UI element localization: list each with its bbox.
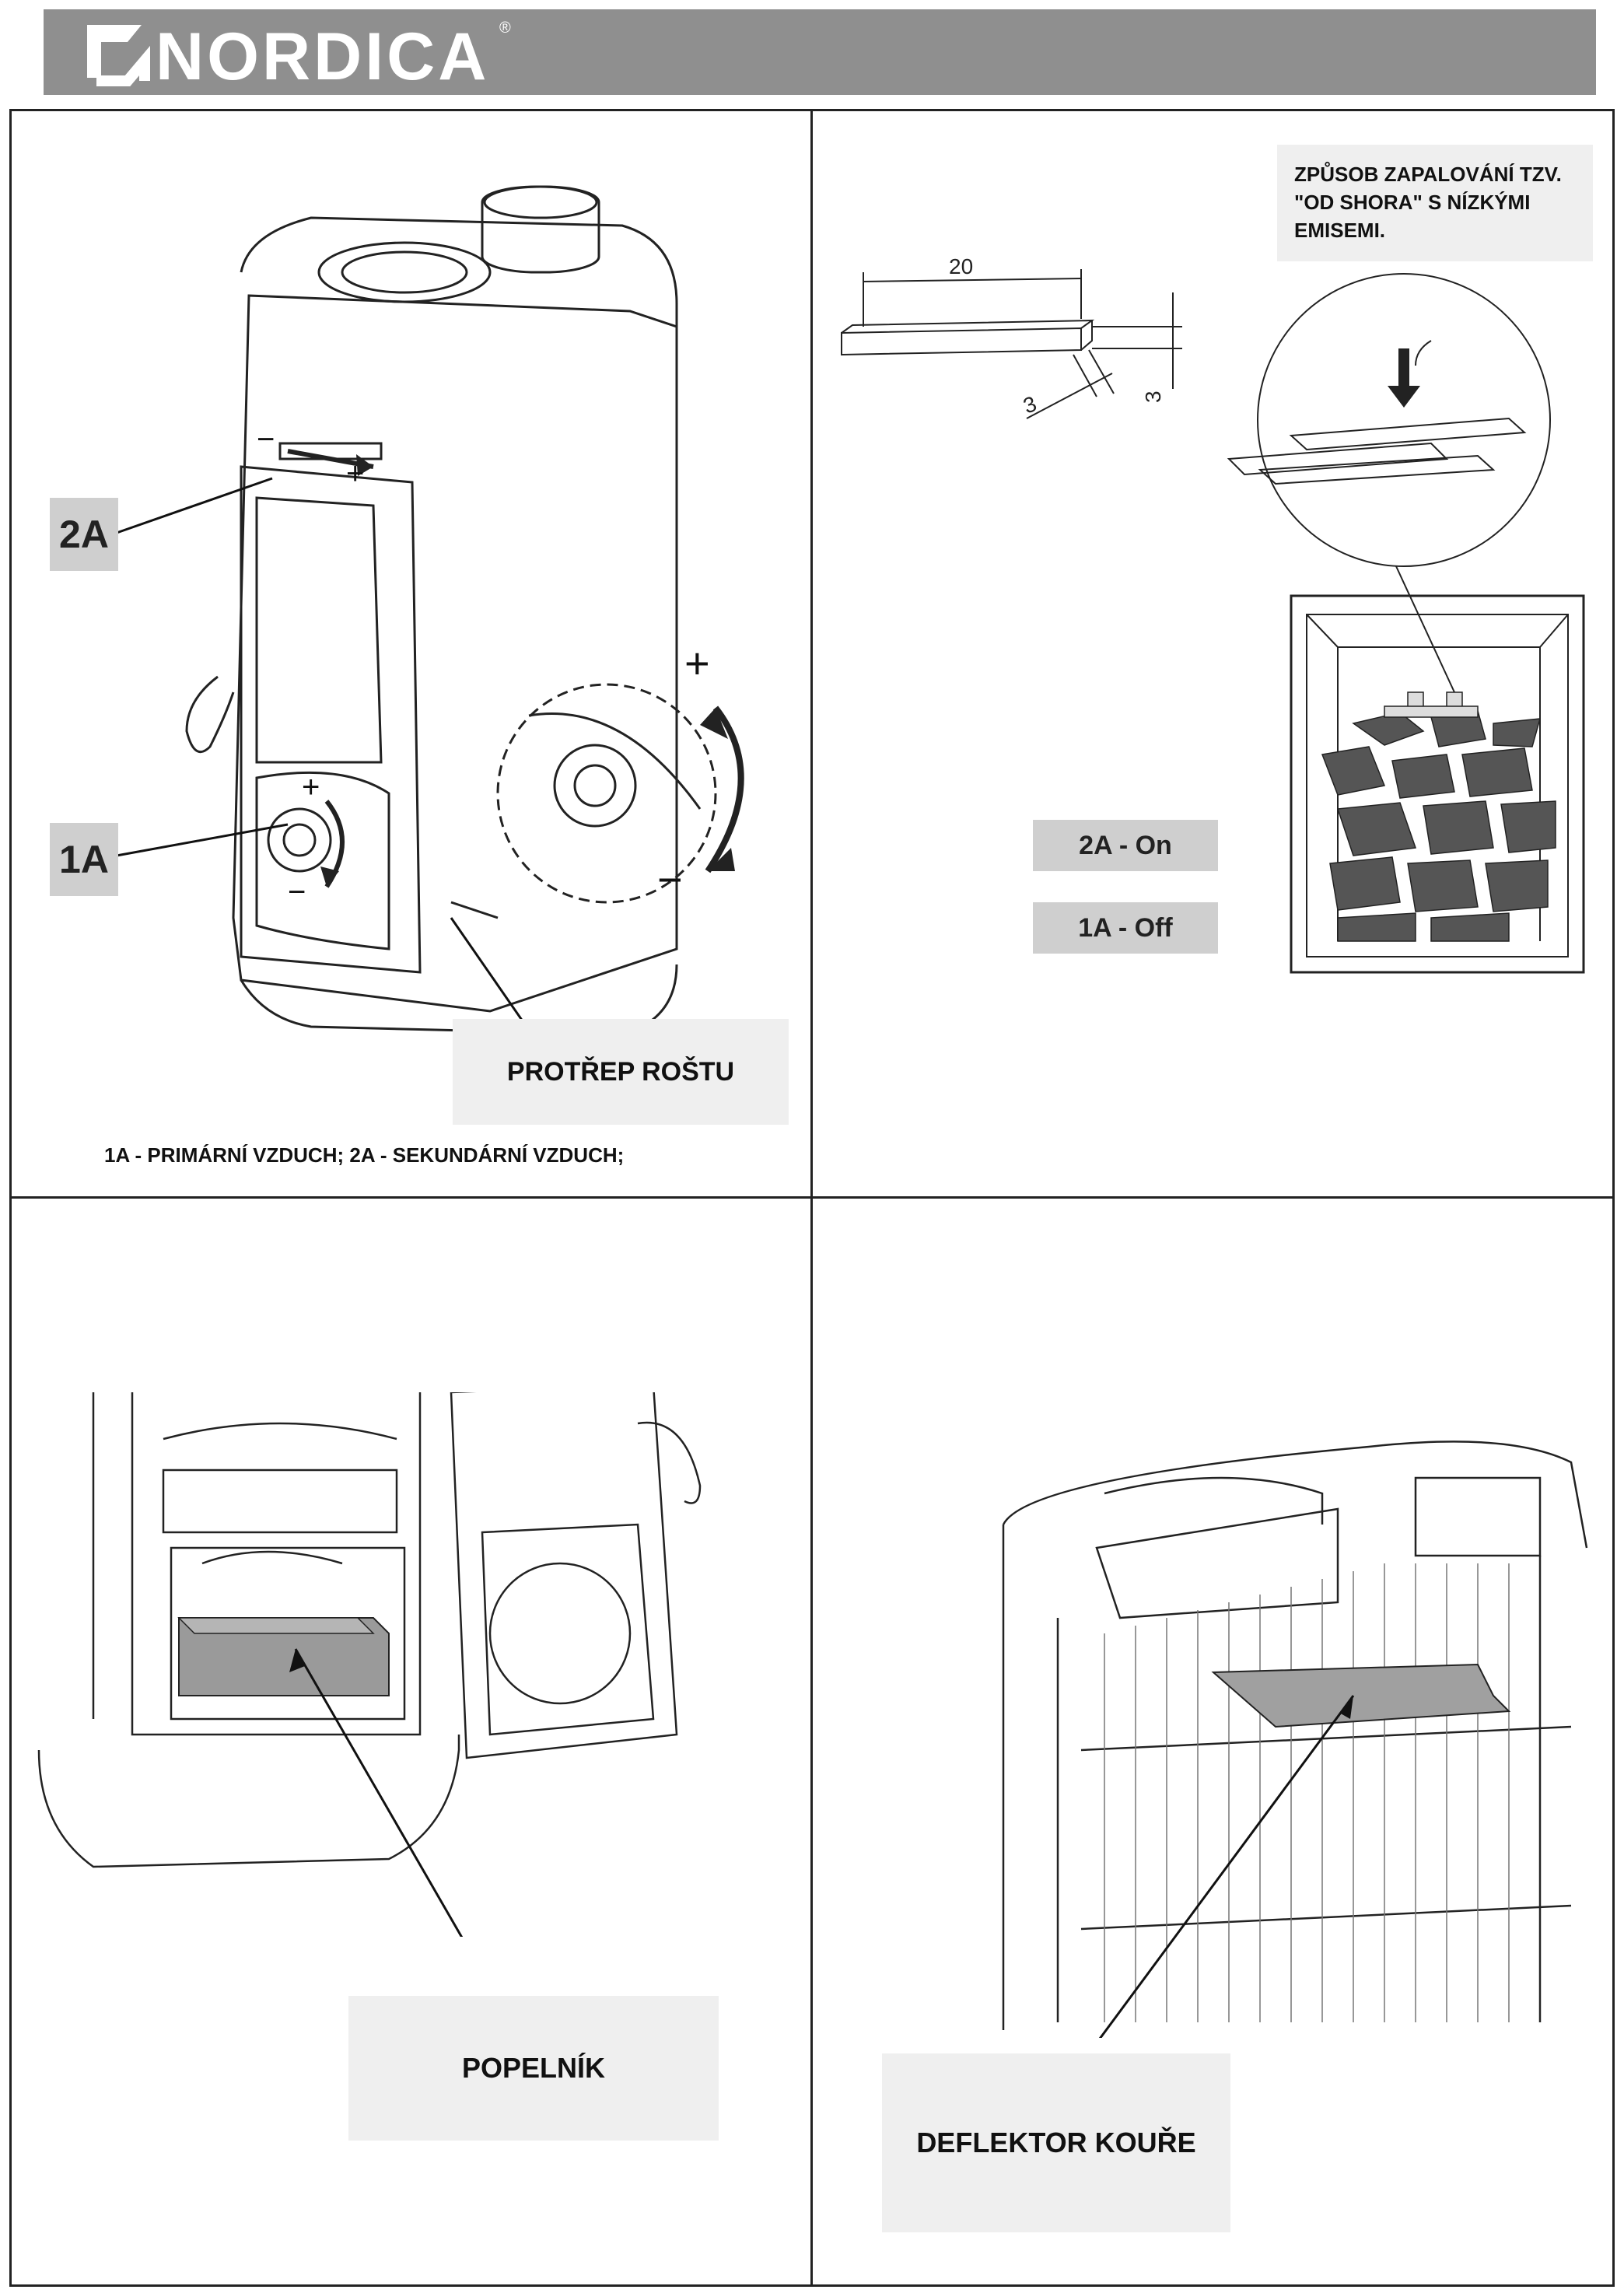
brand-name: NORDICA (156, 19, 489, 93)
label-2a: 2A (50, 498, 118, 571)
smoke-deflector-drawing (1002, 1441, 1588, 2038)
plus-sign-zoom: + (684, 639, 710, 688)
registered-mark: ® (499, 19, 511, 37)
frame-divider-horizontal (9, 1196, 1615, 1199)
brand-logo: NORDICA ® (81, 11, 516, 94)
plus-sign-1a: + (302, 770, 320, 804)
minus-sign-1a: − (288, 875, 306, 909)
header-bar (44, 9, 1596, 95)
stove-air-controls-drawing: + − + − + − (116, 185, 744, 1104)
setting-2a-on: 2A - On (1033, 820, 1218, 871)
ignition-method-note: ZPŮSOB ZAPALOVÁNÍ TZV. "OD SHORA" S NÍZK… (1277, 145, 1593, 261)
label-1a: 1A (50, 823, 118, 896)
ashpan-label: POPELNÍK (348, 1996, 719, 2141)
dimension-width: 3 (1020, 391, 1039, 418)
ignition-drawing: 20 3 3 (841, 254, 1585, 974)
smoke-deflector-label: DEFLEKTOR KOUŘE (882, 2053, 1230, 2232)
minus-sign-2a: − (257, 422, 275, 457)
setting-1a-off: 1A - Off (1033, 902, 1218, 954)
dimension-height: 3 (1141, 390, 1165, 403)
nordica-logo-icon: NORDICA ® (87, 19, 511, 94)
air-legend-caption: 1A - PRIMÁRNÍ VZDUCH; 2A - SEKUNDÁRNÍ VZ… (104, 1143, 625, 1167)
grate-shaker-label: PROTŘEP ROŠTU (453, 1019, 789, 1125)
minus-sign-zoom: − (657, 855, 683, 904)
ashpan-drawing (37, 1392, 702, 1937)
plus-sign-2a: + (346, 457, 364, 491)
dimension-length: 20 (949, 254, 973, 278)
